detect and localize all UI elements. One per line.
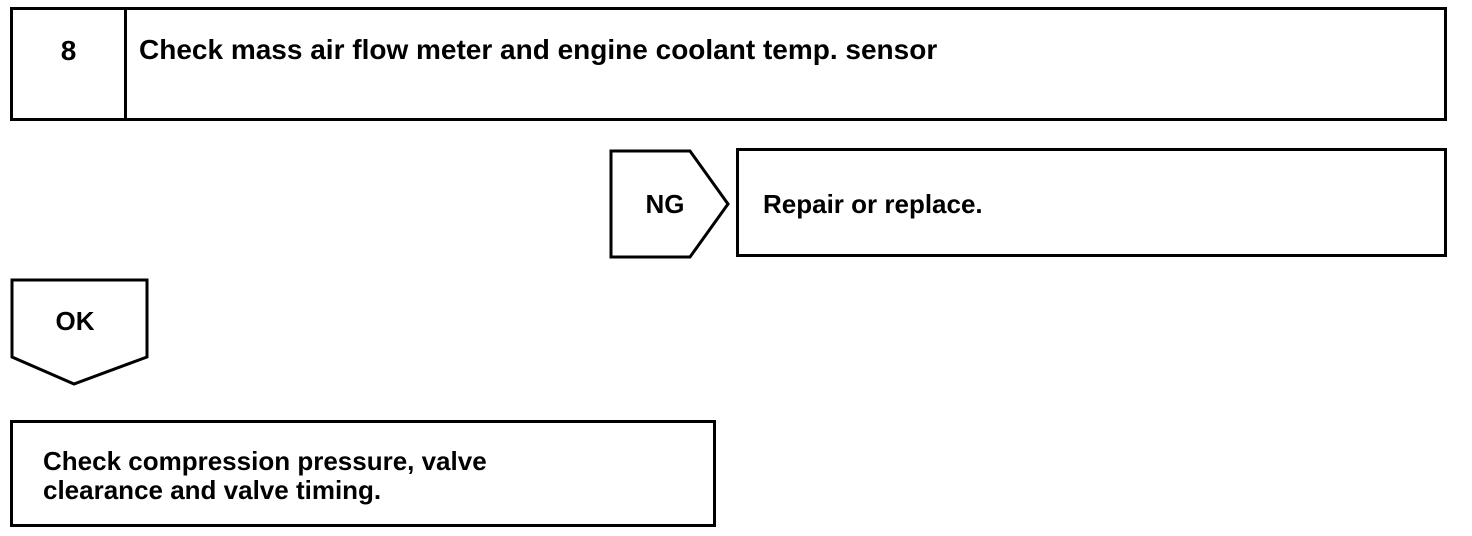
step-number: 8	[60, 35, 77, 66]
ng-result-box: Repair or replace.	[736, 148, 1447, 257]
ok-result-line-1: Check compression pressure, valve	[43, 446, 487, 476]
ok-result-line-2: clearance and valve timing.	[43, 475, 382, 505]
ng-label: NG	[645, 189, 685, 219]
step-number-cell: 8	[13, 10, 127, 118]
ok-label: OK	[55, 306, 95, 336]
ok-result-box: Check compression pressure, valve cleara…	[10, 420, 716, 527]
step-title: Check mass air flow meter and engine coo…	[139, 34, 938, 65]
ng-result-text: Repair or replace.	[763, 189, 983, 219]
step-box: 8 Check mass air flow meter and engine c…	[10, 7, 1447, 121]
ok-result-text: Check compression pressure, valve cleara…	[43, 447, 487, 505]
